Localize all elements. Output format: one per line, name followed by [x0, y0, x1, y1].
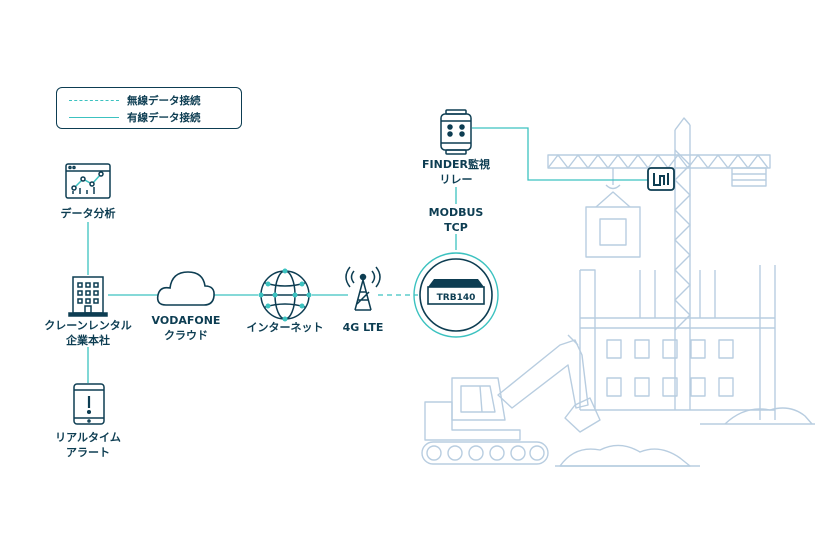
cloud-label: VODAFONE クラウド [136, 313, 236, 343]
office-building-icon [68, 276, 108, 317]
globe-icon [258, 268, 312, 322]
relay-icon [440, 109, 472, 155]
hq-label-line2: 企業本社 [66, 334, 110, 347]
crane-illustration [547, 117, 771, 410]
cloud-icon [156, 271, 215, 306]
internet-text: インターネット [246, 321, 324, 334]
data-analysis-label: データ分析 [38, 206, 138, 221]
legend-item-wireless: 無線データ接続 [69, 93, 201, 107]
modbus-label: MODBUS TCP [411, 205, 501, 235]
wired-link-finder-crane [472, 127, 648, 181]
lte-text: 4G LTE [342, 321, 384, 334]
legend-item-wired: 有線データ接続 [69, 110, 201, 124]
data-analysis-text: データ分析 [60, 207, 116, 220]
connections [87, 127, 648, 383]
dashed-line-swatch [69, 99, 119, 101]
finder-label-line1: FINDER監視 [422, 158, 490, 171]
cloud-label-line2: クラウド [164, 329, 208, 342]
hq-label: クレーンレンタル 企業本社 [18, 318, 158, 348]
legend-label-wireless: 無線データ接続 [127, 94, 201, 107]
finder-label-line2: リレー [439, 173, 473, 186]
rubble-illustration [555, 407, 815, 467]
router-label: TRB140 [437, 293, 476, 303]
alert-label: リアルタイム アラート [28, 430, 148, 460]
router-icon [413, 252, 499, 338]
data-analysis-icon [65, 163, 111, 199]
antenna-icon [345, 266, 381, 311]
alert-label-line2: アラート [66, 446, 110, 459]
excavator-illustration [421, 334, 601, 465]
legend: 無線データ接続 有線データ接続 [56, 87, 242, 129]
finder-device-icon [647, 167, 675, 191]
finder-label: FINDER監視 リレー [401, 157, 511, 187]
modbus-label-line2: TCP [444, 221, 468, 234]
legend-label-wired: 有線データ接続 [127, 111, 201, 124]
tablet-alert-icon [73, 383, 105, 425]
internet-label: インターネット [225, 320, 345, 335]
lte-label: 4G LTE [323, 320, 403, 335]
alert-label-line1: リアルタイム [55, 431, 121, 444]
hq-label-line1: クレーンレンタル [44, 319, 132, 332]
modbus-label-line1: MODBUS [428, 206, 484, 219]
cloud-label-line1: VODAFONE [151, 314, 221, 327]
building-illustration [579, 265, 776, 420]
solid-line-swatch [69, 116, 119, 118]
